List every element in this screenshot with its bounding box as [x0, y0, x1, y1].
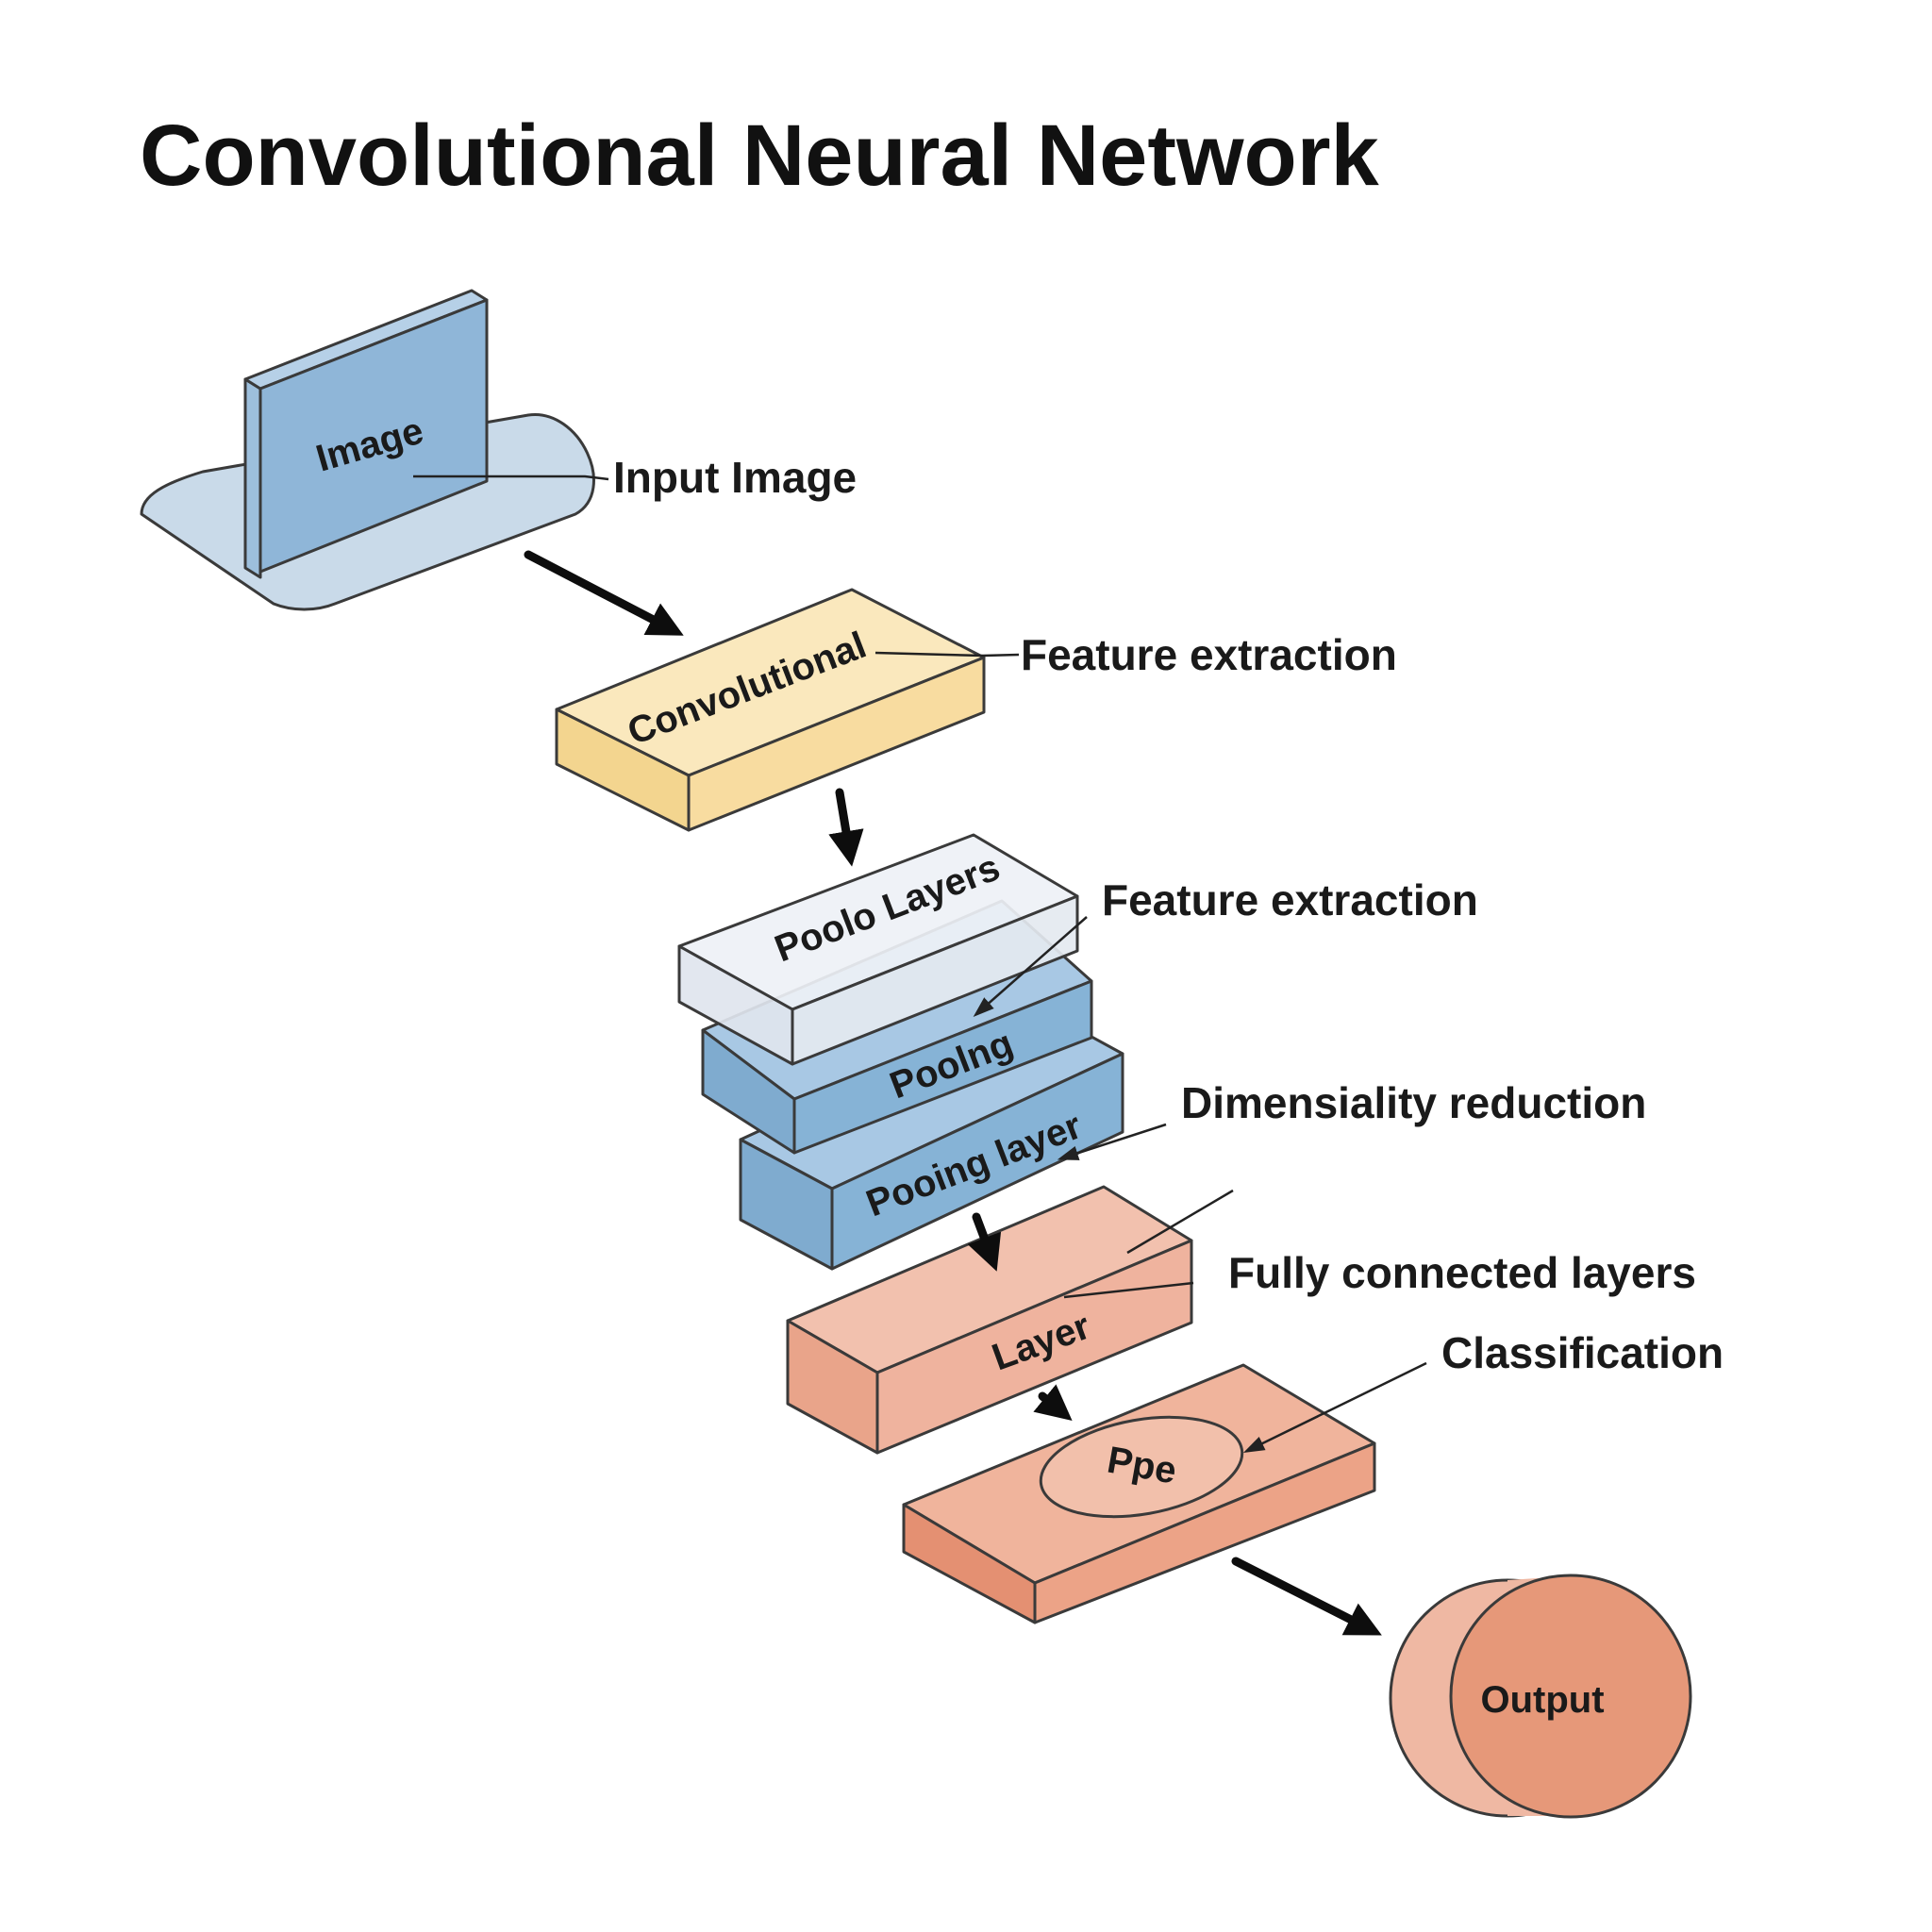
convolutional-side [687, 656, 986, 832]
leader-dimensionality [1057, 1123, 1167, 1160]
pooling-layer-side [830, 1052, 1124, 1271]
annotation-dimensionality-reduction: Dimensiality reduction [1181, 1078, 1646, 1127]
annotations: Input Image Feature extraction Feature e… [613, 453, 1724, 1377]
leader-classification [1242, 1361, 1427, 1453]
arrow-image-to-conv [524, 550, 684, 636]
pooling-side [792, 979, 1093, 1155]
input-image-panel-side [243, 377, 262, 579]
annotation-fully-connected: Fully connected layers [1228, 1248, 1696, 1297]
leader-fully-connected [1063, 1281, 1194, 1299]
leader-lines [413, 475, 1427, 1453]
diagram-title: Convolutional Neural Network [140, 108, 1380, 204]
annotation-input-image: Input Image [613, 453, 857, 502]
arrow-pool-to-layer [967, 1212, 1002, 1272]
flow-arrows [524, 550, 1382, 1636]
classifier-side [1033, 1441, 1376, 1624]
poolo-layers-side [791, 894, 1079, 1066]
classifier-block: Ppe [902, 1363, 1376, 1624]
output-label: Output [1480, 1679, 1604, 1721]
layer-block: Layer [786, 1185, 1193, 1455]
arrow-conv-to-pool [828, 788, 864, 867]
arrow-classifier-to-output [1231, 1557, 1382, 1636]
leader-fully-connected-upper [1126, 1189, 1234, 1255]
leader-input-image [413, 475, 609, 481]
layer-side [875, 1239, 1193, 1455]
output-face [1449, 1574, 1692, 1819]
annotation-feature-extraction-2: Feature extraction [1102, 875, 1478, 924]
annotation-feature-extraction-1: Feature extraction [1021, 630, 1397, 679]
poolo-layers-block: Poolo Layers [677, 833, 1079, 1066]
convolutional-block: Convolutional [555, 588, 986, 832]
annotation-classification: Classification [1441, 1328, 1724, 1377]
leader-feature-extraction-1 [874, 651, 1020, 658]
arrow-layer-to-classifier [1033, 1384, 1073, 1422]
input-image-block: Image [140, 289, 595, 611]
classifier-ellipse [1039, 1415, 1244, 1519]
leader-feature-extraction-2 [973, 916, 1088, 1017]
output-node: Output [1389, 1574, 1692, 1819]
input-image-panel [258, 298, 489, 574]
